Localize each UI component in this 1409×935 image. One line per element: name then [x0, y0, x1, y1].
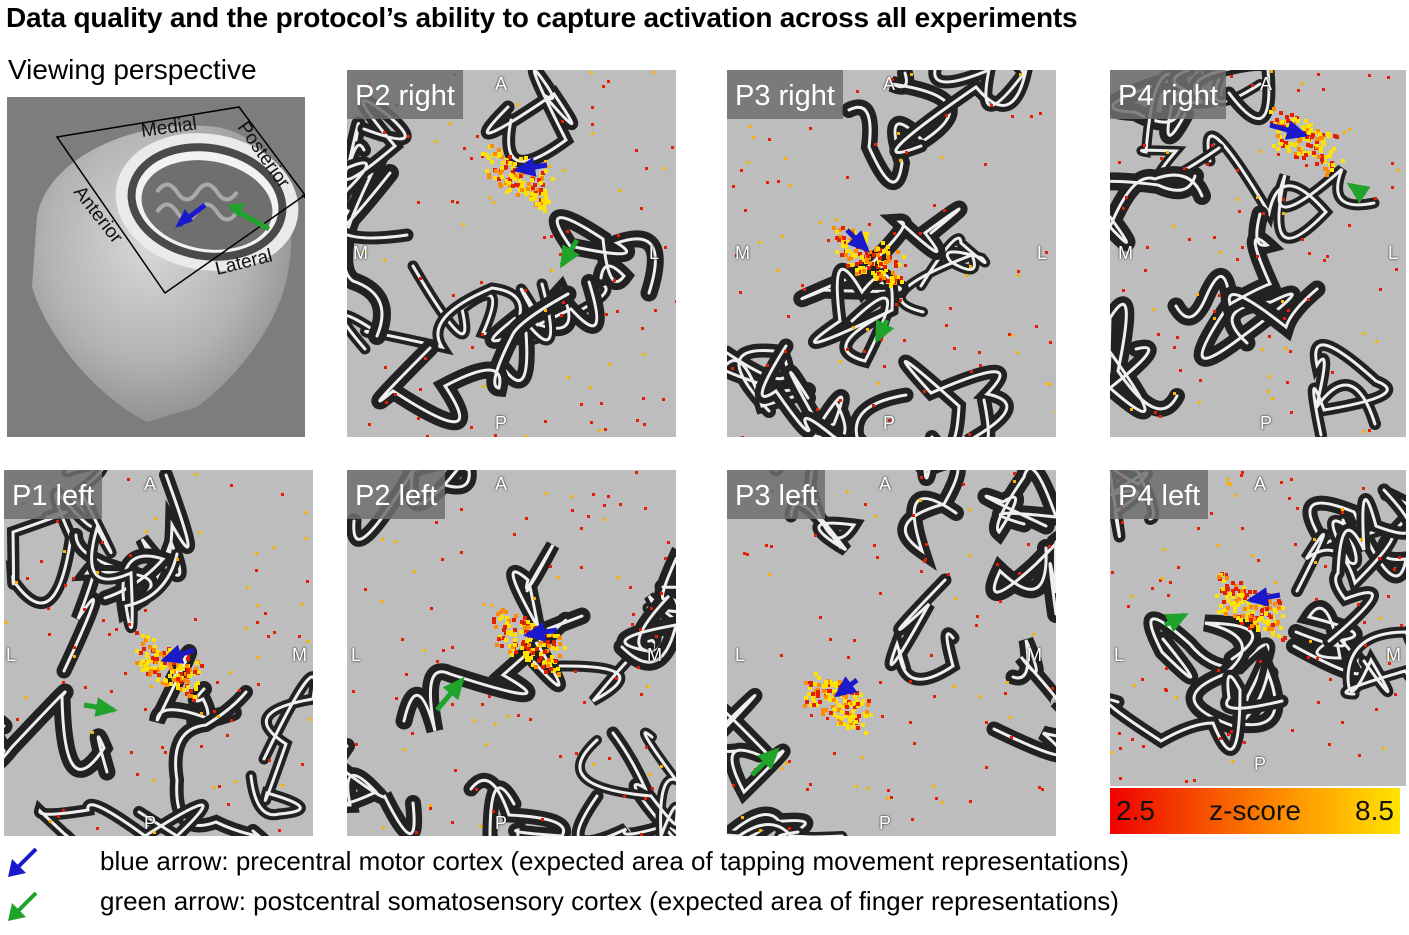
orientation-right: L: [1388, 243, 1399, 263]
green-arrow-icon: [435, 676, 465, 712]
orientation-right: M: [1386, 645, 1401, 665]
orientation-bottom: P: [879, 813, 892, 833]
orientation-left: M: [735, 243, 750, 263]
orientation-bottom: P: [1254, 754, 1267, 774]
panel-label: P2 right: [347, 70, 463, 119]
colorbar-max: 8.5: [1355, 795, 1394, 826]
green-arrow-icon: [750, 747, 780, 777]
panel-label: P1 left: [4, 470, 103, 519]
panel-p2-left: P2 left A P L M: [347, 470, 676, 836]
panel-p4-right: P4 right A P M L: [1110, 70, 1406, 437]
viewing-perspective-render: Medial Posterior Anterior Lateral: [7, 97, 305, 437]
blue-arrow-icon: [1246, 587, 1281, 607]
blue-arrow-icon: [513, 157, 548, 177]
orientation-left: L: [351, 645, 362, 665]
green-arrow-icon: [874, 318, 894, 344]
orientation-top: A: [879, 474, 892, 494]
zscore-colorbar: 2.5 z-score 8.5: [1110, 788, 1400, 834]
colorbar-label: z-score: [1209, 795, 1301, 826]
orientation-bottom: P: [144, 813, 157, 833]
green-arrow-icon: [1163, 612, 1189, 632]
orientation-top: A: [1260, 74, 1273, 94]
orientation-bottom: P: [1260, 413, 1273, 433]
panel-p3-right: P3 right A P M L: [727, 70, 1056, 437]
orientation-right: M: [647, 645, 662, 665]
green-arrow-icon: [1346, 182, 1371, 204]
blue-arrow-icon: [160, 644, 195, 664]
orientation-top: A: [883, 74, 896, 94]
panel-p4-left: P4 left A P L M: [1110, 470, 1406, 786]
panel-label: P3 right: [727, 70, 843, 119]
orientation-left: L: [1114, 645, 1125, 665]
figure-title: Data quality and the protocol’s ability …: [6, 2, 1078, 33]
orientation-bottom: P: [883, 413, 896, 433]
orientation-top: A: [495, 74, 508, 94]
green-arrow-icon: [8, 891, 38, 921]
panel-label: P4 right: [1110, 70, 1226, 119]
panel-p2-right: P2 right A P M L: [347, 70, 676, 437]
orientation-left: M: [353, 243, 368, 263]
blue-arrow-icon: [1269, 120, 1309, 140]
panel-label: P4 left: [1110, 470, 1209, 519]
orientation-top: A: [1254, 474, 1267, 494]
blue-arrow-icon: [845, 228, 870, 253]
viewing-perspective-title: Viewing perspective: [8, 54, 257, 85]
orientation-right: M: [292, 645, 307, 665]
blue-arrow-icon: [833, 676, 859, 698]
blue-arrow-icon: [8, 847, 38, 877]
green-arrow-icon: [559, 238, 580, 269]
panel-p1-left: P1 left A P L M: [4, 470, 313, 836]
colorbar-min: 2.5: [1116, 795, 1155, 826]
legend-green: green arrow: postcentral somatosensory c…: [100, 886, 1119, 916]
orientation-top: A: [144, 474, 157, 494]
orientation-left: M: [1118, 243, 1133, 263]
blue-arrow-icon: [523, 622, 558, 642]
panel-label: P2 left: [347, 470, 446, 519]
legend-blue: blue arrow: precentral motor cortex (exp…: [100, 846, 1129, 876]
panel-label: P3 left: [727, 470, 826, 519]
orientation-bottom: P: [495, 813, 508, 833]
orientation-right: L: [1037, 243, 1048, 263]
orientation-right: L: [649, 243, 660, 263]
orientation-left: L: [6, 645, 17, 665]
orientation-left: L: [735, 645, 746, 665]
green-arrow-icon: [83, 697, 118, 717]
head-render-icon: Medial Posterior Anterior Lateral: [32, 106, 305, 422]
orientation-right: M: [1027, 645, 1042, 665]
panel-p3-left: P3 left A P L M: [727, 470, 1056, 836]
orientation-bottom: P: [495, 413, 508, 433]
orientation-top: A: [495, 474, 508, 494]
